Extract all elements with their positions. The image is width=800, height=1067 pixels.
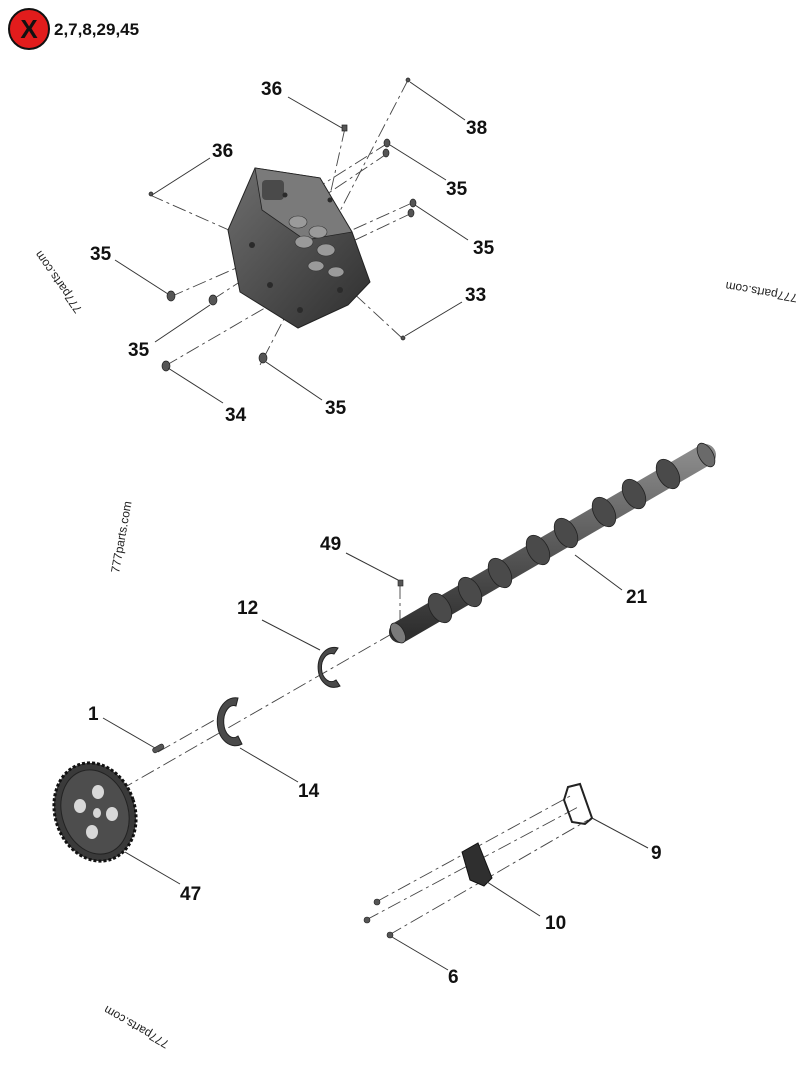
thrust-plate-12 <box>317 646 341 688</box>
callout-34: 34 <box>225 405 247 426</box>
camshaft-group <box>119 442 716 791</box>
cylinder-head-group <box>148 77 417 372</box>
callout-35: 35 <box>128 340 150 361</box>
dowel-pin-1 <box>152 743 165 754</box>
exclusion-badge: X <box>8 8 50 50</box>
callout-36: 36 <box>261 79 283 100</box>
callout-47: 47 <box>180 884 202 905</box>
callout-9: 9 <box>651 843 662 864</box>
exclusion-list: 2,7,8,29,45 <box>54 20 140 39</box>
cover-group <box>363 782 594 939</box>
callout-6: 6 <box>448 967 459 988</box>
callout-35: 35 <box>473 238 495 259</box>
callout-35: 35 <box>446 179 468 200</box>
camshaft-axis-lines <box>119 585 401 791</box>
callout-38: 38 <box>466 118 488 139</box>
callout-35: 35 <box>325 398 347 419</box>
cam-gear-47 <box>52 761 138 863</box>
head-small-parts <box>148 77 417 372</box>
callout-10: 10 <box>545 913 567 934</box>
callout-21: 21 <box>626 587 648 608</box>
callout-36: 36 <box>212 141 234 162</box>
leader-lines <box>102 81 649 971</box>
callout-14: 14 <box>298 781 320 802</box>
callout-12: 12 <box>237 598 259 619</box>
thrust-washer-14 <box>216 697 243 747</box>
callout-49: 49 <box>320 534 342 555</box>
cylinder-head <box>227 167 371 329</box>
camshaft <box>389 442 716 644</box>
callout-33: 33 <box>465 285 487 306</box>
callout-35: 35 <box>90 244 112 265</box>
gasket-9 <box>562 782 594 826</box>
callout-1: 1 <box>88 704 99 725</box>
exclusion-x-icon: X <box>20 14 38 44</box>
cover-plate-10 <box>461 842 493 887</box>
pin-49 <box>397 579 404 587</box>
